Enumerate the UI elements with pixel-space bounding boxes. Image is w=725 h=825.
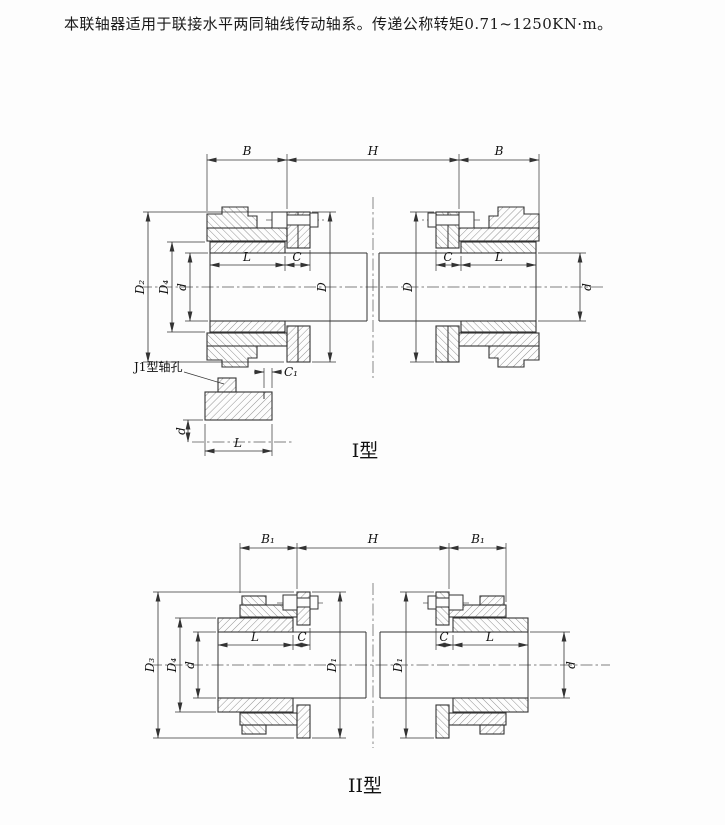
- leader-line: [183, 371, 225, 385]
- dim-d4: D₄: [165, 658, 179, 674]
- dim-d-small-left: d: [175, 283, 189, 291]
- dim-h: H: [367, 532, 379, 546]
- retainer-lower: [241, 724, 267, 735]
- detail-boss: [217, 377, 237, 393]
- dim-d-small-left: d: [183, 661, 197, 669]
- dim-l-right: L: [485, 630, 494, 644]
- bolt-nut: [309, 595, 319, 610]
- dim-d1-left: D₁: [325, 658, 339, 673]
- retainer-upper: [241, 595, 267, 606]
- dim-d1-right: D₁: [391, 658, 405, 673]
- figure2: B₁ H B₁ D₃ D₄ d: [143, 532, 610, 797]
- bolt-nut: [309, 212, 319, 228]
- description-text: 本联轴器适用于联接水平两同轴线传动轴系。传递公称转矩0.71~1250KN·m。: [64, 15, 613, 33]
- detail-hub-section: [204, 391, 273, 421]
- end-cover-upper: [206, 206, 258, 229]
- figure2-caption: II型: [348, 775, 382, 797]
- sleeve-lower-section: [239, 712, 298, 726]
- bolt-shank: [286, 214, 311, 226]
- dim-d4: D₄: [157, 280, 171, 296]
- bolt-head: [271, 211, 288, 229]
- dim-l-left: L: [242, 250, 251, 264]
- dim-detail-l: L: [233, 436, 242, 450]
- dim-c-right: C: [443, 250, 452, 264]
- flange-upper-section: [296, 591, 311, 626]
- dim-c1: C₁: [284, 365, 298, 379]
- figure2-left-half: [217, 591, 367, 739]
- dim-dia-left: D: [315, 282, 329, 293]
- dim-c-left: C: [297, 630, 306, 644]
- figure1: B H B D₂ D₄ d: [132, 144, 605, 462]
- figure2-dimensions: B₁ H B₁ D₃ D₄ d: [143, 532, 578, 739]
- dim-d-small-right: d: [564, 661, 578, 669]
- dim-l-left: L: [250, 630, 259, 644]
- flange-lower-section: [296, 704, 311, 739]
- end-cover-lower: [206, 345, 258, 368]
- dim-d3: D₃: [143, 658, 157, 674]
- dim-l-right: L: [494, 250, 503, 264]
- detail-label: J1型轴孔: [132, 359, 182, 374]
- dim-c-left: C: [292, 250, 301, 264]
- figure1-detail-j1: J1型轴孔 C₁ d L: [132, 359, 298, 456]
- figure1-caption: I型: [352, 440, 379, 462]
- hub-lower-section: [217, 697, 294, 713]
- figure1-dimensions: B H B D₂ D₄ d: [133, 144, 594, 363]
- dim-h: H: [367, 144, 379, 158]
- figure1-left-half: [206, 206, 368, 368]
- bolt-head: [282, 594, 298, 611]
- dim-b-left: B: [242, 144, 252, 158]
- dim-b1-left: B₁: [260, 532, 275, 546]
- dim-b1-right: B₁: [470, 532, 485, 546]
- bolt-shank: [296, 597, 311, 608]
- sleeve-upper-section: [206, 227, 288, 242]
- sleeve-lower-section: [206, 332, 288, 347]
- dim-c-right: C: [439, 630, 448, 644]
- dim-d2: D₂: [133, 280, 147, 296]
- dim-b-right: B: [494, 144, 504, 158]
- dim-dia-right: D: [401, 282, 415, 293]
- hub-lower-section: [209, 320, 286, 333]
- dim-detail-d: d: [174, 427, 188, 435]
- dim-d-small-right: d: [580, 283, 594, 291]
